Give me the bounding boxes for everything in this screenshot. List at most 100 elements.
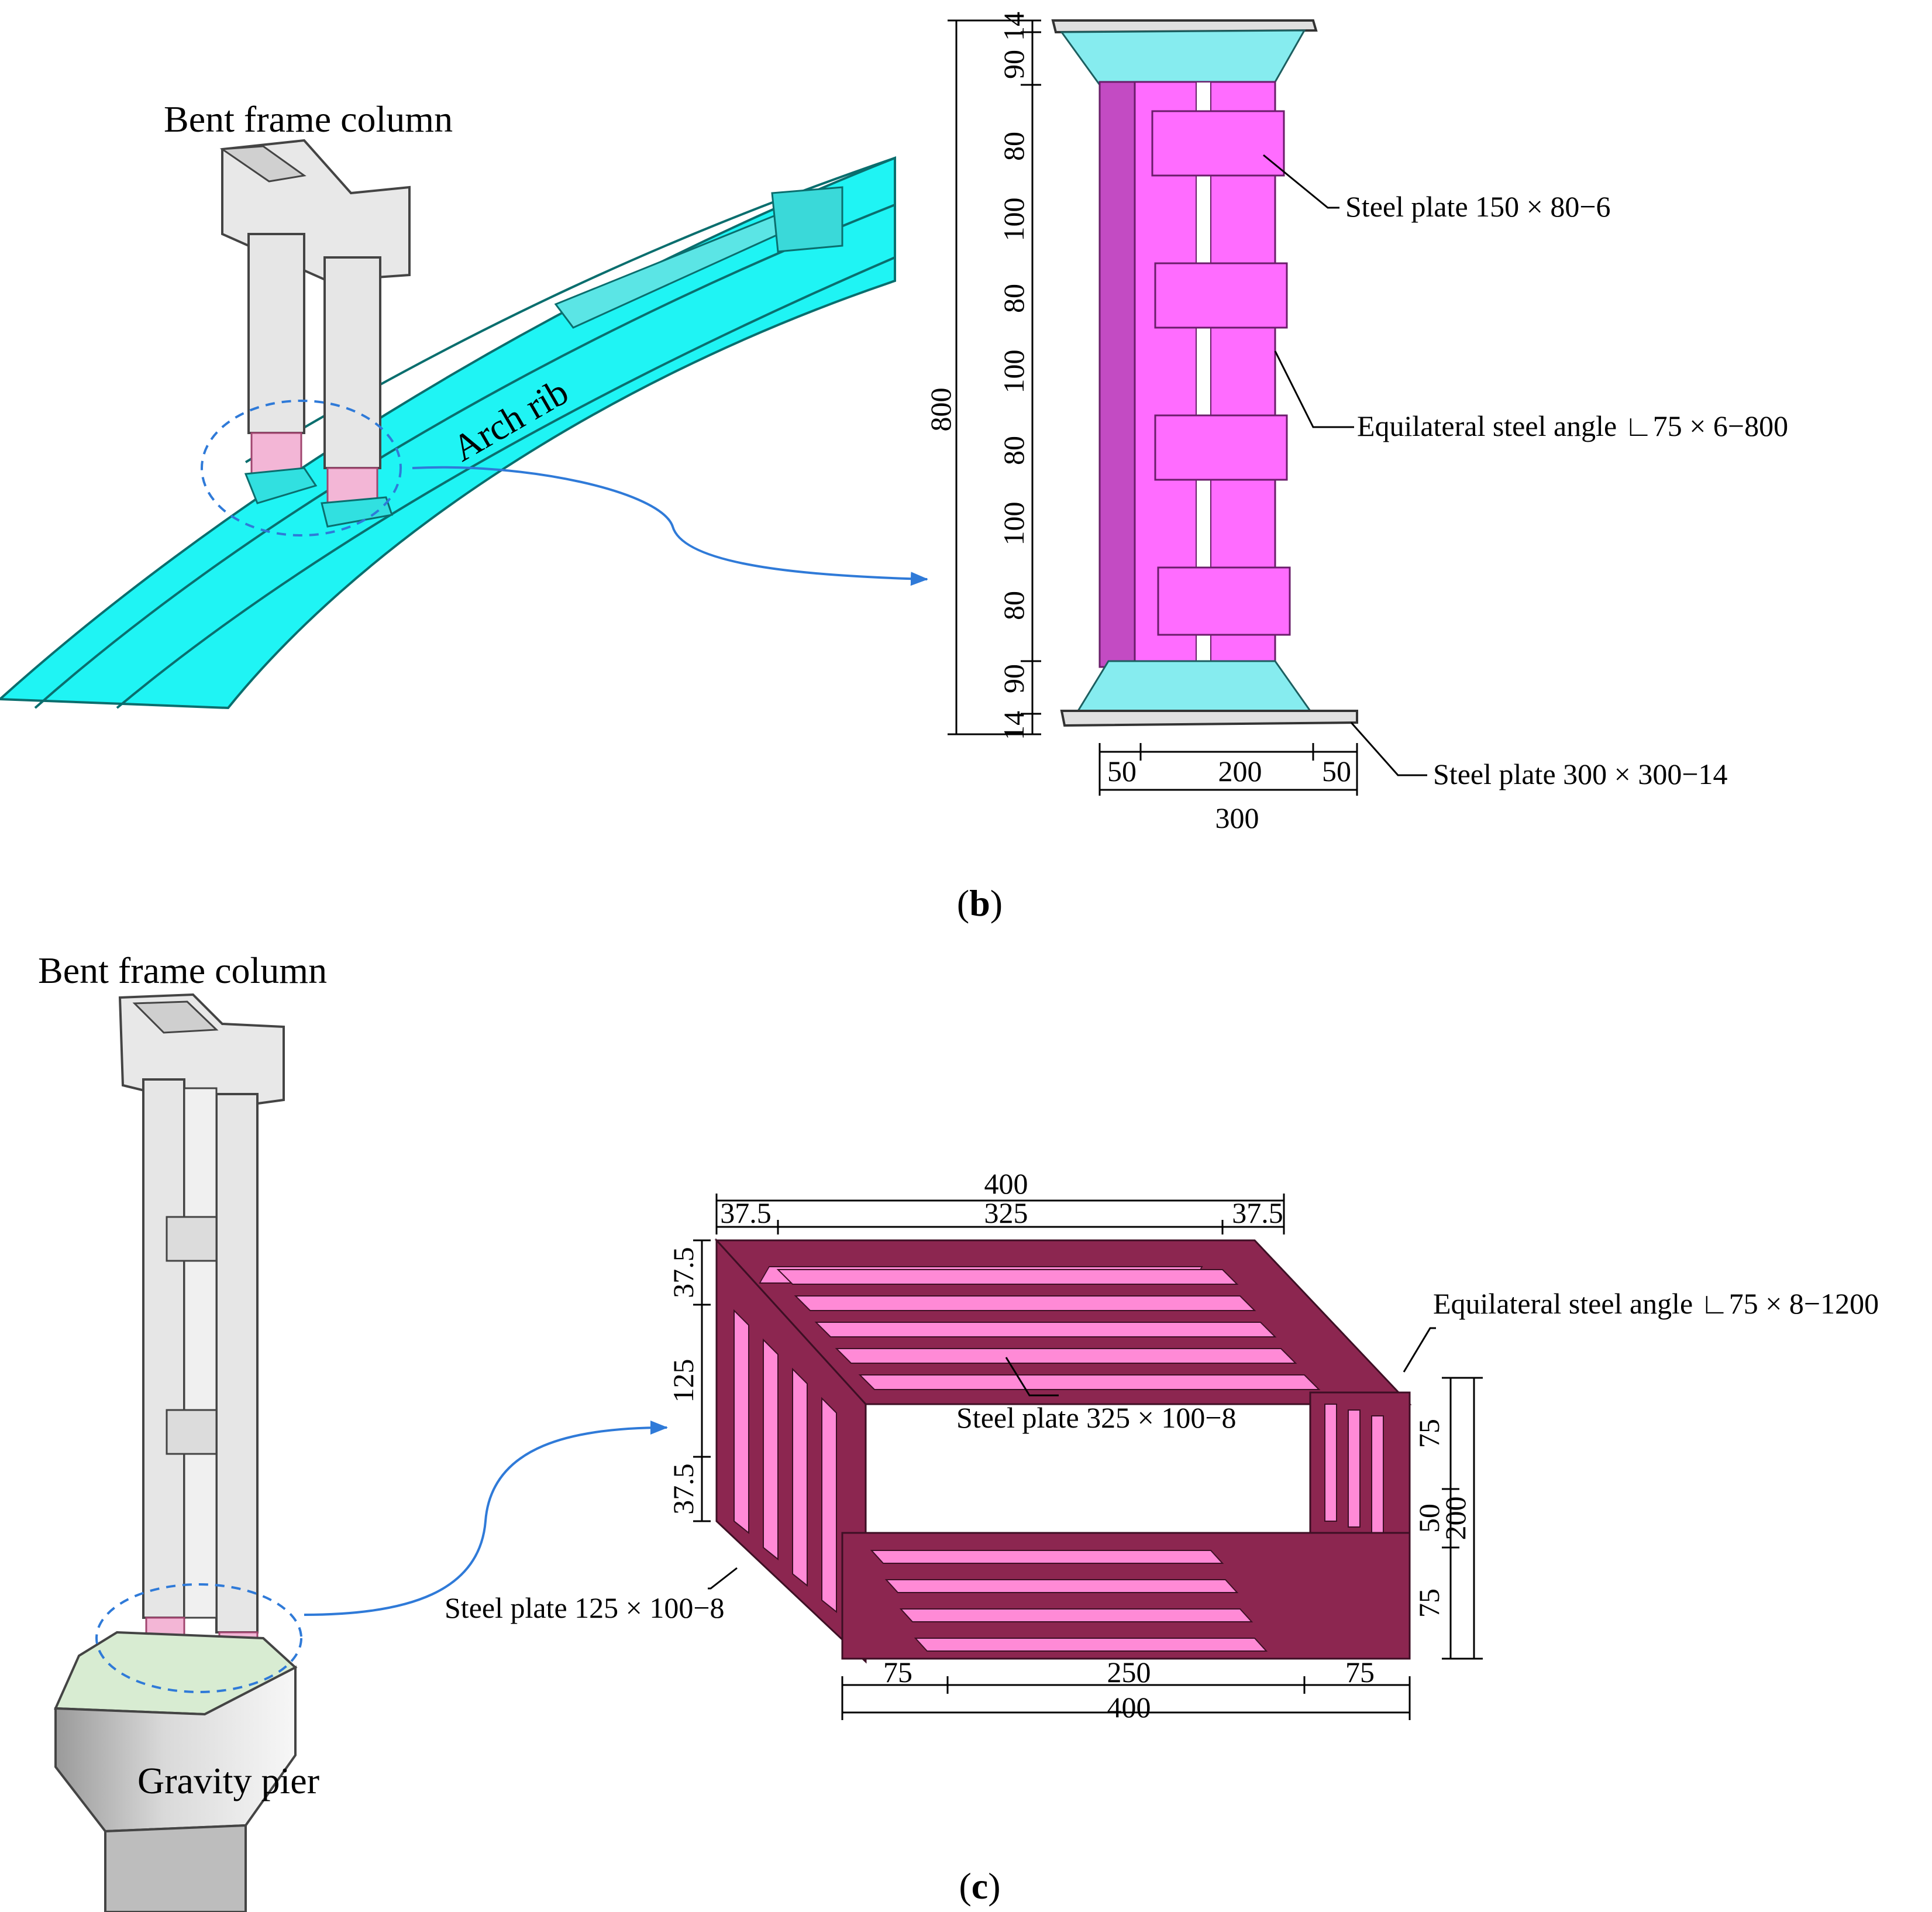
box-bottom-face bbox=[841, 1532, 1411, 1660]
steel-column-detail bbox=[1051, 19, 1358, 727]
steel-box-connector bbox=[714, 1238, 1412, 1664]
highlight-ellipse bbox=[201, 400, 402, 537]
dim-h-right: 50 bbox=[1322, 755, 1351, 788]
top-strip-1 bbox=[776, 1269, 1239, 1285]
left-strip-2 bbox=[763, 1338, 779, 1561]
dim-d5: 80 bbox=[997, 436, 1030, 465]
dim-d7: 80 bbox=[997, 591, 1030, 620]
arch-rib-model bbox=[0, 156, 896, 710]
highlight-ellipse-c bbox=[95, 1583, 302, 1693]
arch-rib-groove-1 bbox=[34, 204, 896, 709]
leaders-c bbox=[708, 1327, 1436, 1590]
top-plate bbox=[1051, 19, 1318, 34]
label-steel-plate-top-c: Steel plate 325 × 100−8 bbox=[956, 1401, 1237, 1434]
batten-plate-3 bbox=[1154, 414, 1288, 481]
arch-rib-block bbox=[771, 186, 843, 253]
tie-beam-1 bbox=[166, 1216, 218, 1262]
right-strip-2 bbox=[1348, 1409, 1361, 1528]
right-strip-1 bbox=[1324, 1404, 1337, 1522]
bottom-stiffeners bbox=[1075, 660, 1312, 715]
top-strip-4 bbox=[835, 1348, 1297, 1364]
pier-shaft bbox=[104, 1824, 247, 1912]
cap-beam-top bbox=[219, 145, 306, 183]
dimensions-c bbox=[693, 1194, 1483, 1720]
dim-h-total: 300 bbox=[1215, 802, 1259, 834]
dim-c-top-left: 37.5 bbox=[720, 1196, 772, 1229]
top-strip-2 bbox=[794, 1295, 1256, 1311]
dim-d4: 100 bbox=[997, 350, 1030, 394]
dim-bot-plate: 14 bbox=[997, 711, 1030, 740]
dim-c-right-mid: 50 bbox=[1413, 1504, 1445, 1533]
vertical-dimensions-b bbox=[948, 19, 1041, 735]
dim-c-bottom-mid: 250 bbox=[1107, 1656, 1151, 1689]
joint-right bbox=[326, 467, 378, 504]
horizontal-dimensions-b bbox=[1098, 743, 1358, 796]
bottom-strip-2 bbox=[884, 1579, 1239, 1593]
bottom-strip-3 bbox=[899, 1608, 1253, 1622]
label-steel-angle-c: Equilateral steel angle ∟75 × 8−1200 bbox=[1433, 1287, 1879, 1320]
callout-arrow-c bbox=[304, 1421, 668, 1616]
batten-plate-2 bbox=[1154, 262, 1288, 329]
dim-total-800: 800 bbox=[924, 388, 957, 432]
column-base-right bbox=[321, 496, 393, 528]
arch-rib-groove-2 bbox=[116, 256, 896, 709]
label-bent-frame-column-c: Bent frame column bbox=[38, 950, 327, 991]
label-bent-frame-column-b: Bent frame column bbox=[164, 98, 453, 140]
leaders-b bbox=[1263, 154, 1427, 776]
top-stiffeners bbox=[1060, 29, 1306, 86]
dim-d2: 100 bbox=[997, 198, 1030, 242]
column-base-left bbox=[244, 467, 318, 504]
right-strip-3 bbox=[1371, 1415, 1384, 1533]
bent-frame-column-b bbox=[201, 139, 411, 537]
dim-c-bottom-right: 75 bbox=[1345, 1656, 1375, 1689]
dim-c-right-total: 200 bbox=[1439, 1497, 1472, 1540]
left-strip-4 bbox=[821, 1397, 837, 1614]
dim-c-left-bottom: 37.5 bbox=[667, 1463, 700, 1515]
dim-d1: 80 bbox=[997, 132, 1030, 161]
dim-top-plate: 14 bbox=[997, 12, 1030, 41]
label-steel-plate-small: Steel plate 150 × 80−6 bbox=[1345, 190, 1611, 223]
dim-top-stiff: 90 bbox=[997, 50, 1030, 79]
dim-h-left: 50 bbox=[1107, 755, 1137, 788]
label-steel-angle-b: Equilateral steel angle ∟75 × 6−800 bbox=[1357, 410, 1788, 442]
bottom-strip-1 bbox=[870, 1550, 1224, 1564]
dim-c-right-bottom: 75 bbox=[1413, 1588, 1445, 1618]
bottom-plate bbox=[1060, 710, 1358, 727]
column-leg-right bbox=[323, 256, 381, 469]
bottom-strip-4 bbox=[914, 1638, 1268, 1652]
pier-upper bbox=[54, 1665, 297, 1833]
dim-d6: 100 bbox=[997, 502, 1030, 546]
dim-c-top-total: 400 bbox=[984, 1167, 1028, 1200]
label-steel-plate-side-c: Steel plate 125 × 100−8 bbox=[445, 1591, 725, 1624]
column-leg-inner-c bbox=[183, 1087, 218, 1619]
label-steel-plate-base: Steel plate 300 × 300−14 bbox=[1433, 758, 1728, 790]
dim-c-bottom-left: 75 bbox=[883, 1656, 912, 1689]
dim-c-top-right: 37.5 bbox=[1232, 1196, 1283, 1229]
batten-plate-4 bbox=[1157, 566, 1291, 636]
callout-arrow-b bbox=[412, 466, 928, 586]
batten-plate-1 bbox=[1151, 110, 1285, 177]
top-strip-3 bbox=[814, 1322, 1277, 1337]
column-leg-right-c bbox=[215, 1093, 259, 1634]
gravity-pier-model bbox=[53, 1583, 302, 1912]
caption-b: (b) bbox=[957, 882, 1003, 924]
dim-bot-stiff: 90 bbox=[997, 664, 1030, 693]
column-leg-left-c bbox=[142, 1078, 185, 1619]
column-left-face bbox=[1098, 81, 1136, 668]
cap-beam-c-top bbox=[132, 1000, 219, 1034]
dim-c-left-top: 37.5 bbox=[667, 1247, 700, 1298]
left-strip-1 bbox=[733, 1309, 749, 1535]
column-leg-left bbox=[247, 233, 305, 434]
label-gravity-pier: Gravity pier bbox=[137, 1760, 319, 1801]
bent-frame-column-c bbox=[118, 993, 285, 1666]
dim-c-left-mid: 125 bbox=[667, 1359, 700, 1403]
dim-c-right-top: 75 bbox=[1413, 1419, 1445, 1448]
joint-left bbox=[250, 432, 302, 475]
caption-c: (c) bbox=[959, 1865, 1000, 1907]
dim-h-mid: 200 bbox=[1218, 755, 1262, 788]
tie-beam-2 bbox=[166, 1409, 218, 1455]
left-strip-3 bbox=[792, 1367, 808, 1587]
dim-c-bottom-total: 400 bbox=[1107, 1691, 1151, 1724]
top-strip-5 bbox=[858, 1374, 1321, 1390]
